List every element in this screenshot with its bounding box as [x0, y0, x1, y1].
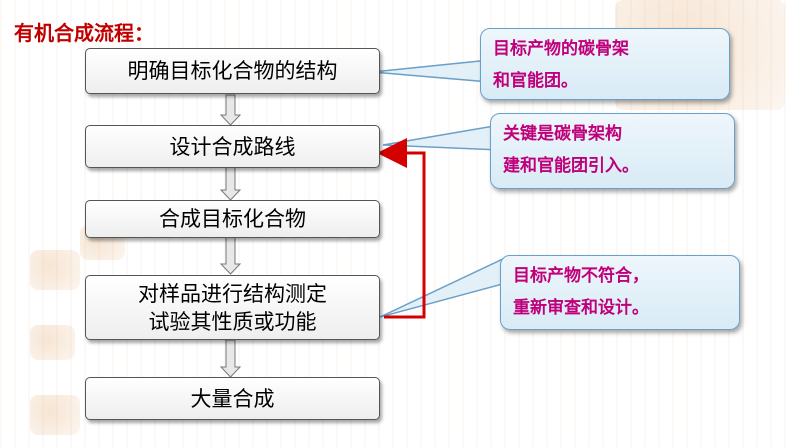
step-box-synthesize: 合成目标化合物 — [85, 200, 380, 238]
down-arrow — [219, 236, 242, 275]
callout-route-key: 关键是碳骨架构 建和官能团引入。 — [490, 113, 735, 189]
decorative-seal — [30, 395, 80, 435]
step-box-test-sample: 对样品进行结构测定 试验其性质或功能 — [85, 275, 380, 340]
callout-line2: 重新审查和设计。 — [513, 298, 649, 318]
decorative-seal — [30, 325, 75, 360]
down-arrow — [219, 339, 242, 378]
down-arrow — [219, 166, 242, 201]
callout-line2: 建和官能团引入。 — [503, 156, 639, 176]
callout-line1: 目标产物的碳骨架 — [493, 39, 629, 59]
decorative-seal — [30, 250, 80, 290]
feedback-arrow — [377, 138, 426, 319]
callout-line2: 和官能团。 — [493, 71, 578, 91]
step-box-mass-production: 大量合成 — [85, 377, 380, 420]
step-label: 设计合成路线 — [169, 134, 296, 159]
page-title: 有机合成流程： — [14, 21, 154, 45]
down-arrow — [219, 94, 242, 126]
callout-target-structure: 目标产物的碳骨架 和官能团。 — [480, 28, 730, 100]
step-box-design-route: 设计合成路线 — [85, 125, 380, 168]
step-label: 明确目标化合物的结构 — [127, 59, 338, 83]
step-label: 大量合成 — [190, 386, 275, 411]
callout-pointer — [379, 256, 511, 318]
callout-pointer — [371, 59, 491, 83]
callout-line1: 目标产物不符合， — [513, 266, 649, 286]
step-label: 合成目标化合物 — [159, 207, 306, 231]
step-box-define-target: 明确目标化合物的结构 — [85, 48, 380, 94]
callout-line1: 关键是碳骨架构 — [503, 124, 622, 144]
callout-redesign: 目标产物不符合， 重新审查和设计。 — [500, 255, 740, 330]
callout-pointer — [382, 124, 501, 151]
step-label-line1: 对样品进行结构测定 — [138, 281, 327, 306]
step-label-line2: 试验其性质或功能 — [148, 309, 317, 334]
